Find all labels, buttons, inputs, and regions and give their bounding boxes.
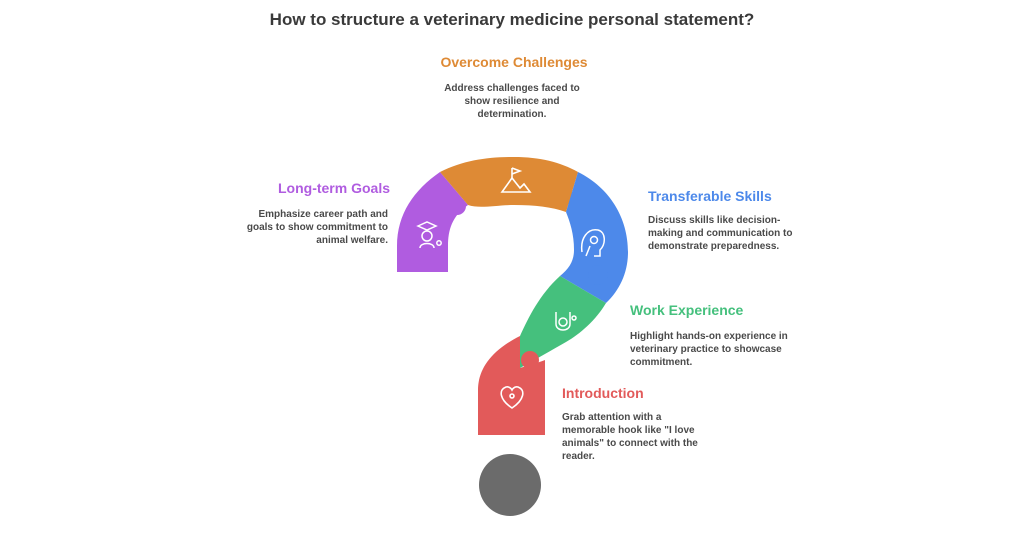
stethoscope-paw-icon (555, 312, 577, 331)
heading-work-experience: Work Experience (630, 302, 744, 318)
heading-introduction: Introduction (562, 385, 644, 401)
graduate-paw-icon (416, 221, 442, 249)
diagram-title: How to structure a veterinary medicine p… (269, 10, 755, 29)
heading-long-term-goals: Long-term Goals (277, 180, 390, 196)
mountain-flag-icon (500, 167, 532, 193)
puzzle-piece-transferable-skills (560, 172, 628, 303)
puzzle-piece-introduction (478, 336, 545, 435)
desc-overcome-challenges: Address challenges faced to show resilie… (444, 83, 580, 120)
heading-transferable-skills: Transferable Skills (648, 188, 772, 204)
desc-transferable-skills: Discuss skills like decision-making and … (648, 215, 793, 252)
puzzle-piece-long-term-goals (397, 172, 468, 272)
question-dot (479, 454, 541, 516)
puzzle-piece-overcome-challenges (440, 157, 578, 212)
desc-work-experience: Highlight hands-on experience in veterin… (630, 331, 788, 368)
desc-introduction: Grab attention with a memorable hook lik… (562, 412, 698, 462)
puzzle-piece-work-experience (520, 276, 606, 368)
head-gears-icon (580, 229, 605, 257)
heart-paw-icon (500, 386, 524, 409)
heading-overcome-challenges: Overcome Challenges (440, 54, 588, 70)
desc-long-term-goals: Emphasize career path and goals to show … (246, 209, 388, 246)
